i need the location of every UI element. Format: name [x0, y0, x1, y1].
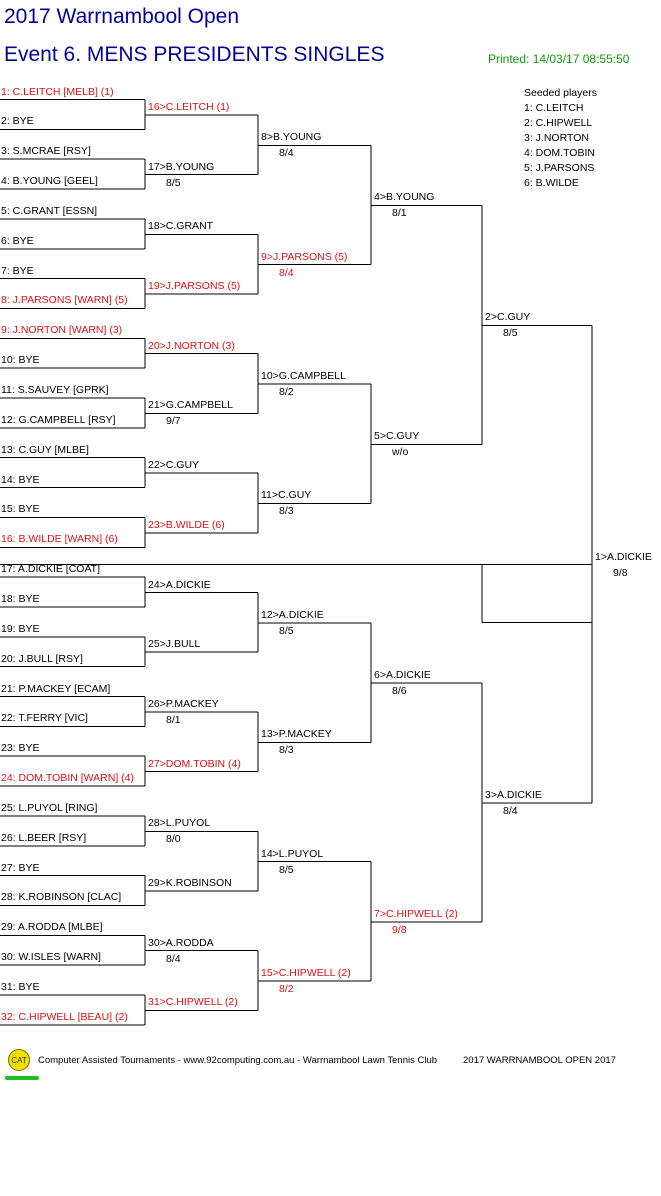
match-winner: 12>A.DICKIE	[261, 608, 324, 621]
draw-player: 18: BYE	[1, 592, 40, 605]
seeded-player: 1: C.LEITCH	[524, 102, 584, 114]
match-winner: 4>B.YOUNG	[374, 191, 435, 204]
draw-player: 17: A.DICKIE [COAT]	[1, 563, 101, 576]
match-score: 9/8	[392, 923, 407, 936]
draw-player: 22: T.FERRY [VIC]	[1, 712, 88, 725]
match-winner: 25>J.BULL	[148, 638, 201, 651]
draw-player: 7: BYE	[1, 264, 34, 277]
match-winner: 30>A.RODDA	[148, 936, 214, 949]
seeded-player: 3: J.NORTON	[524, 132, 589, 144]
draw-player: 28: K.ROBINSON [CLAC]	[1, 891, 122, 904]
match-winner: 6>A.DICKIE	[374, 669, 431, 682]
match-winner: 31>C.HIPWELL (2)	[148, 996, 238, 1009]
match-winner: 24>A.DICKIE	[148, 578, 211, 591]
match-score: 8/2	[279, 983, 294, 996]
match-winner: 5>C.GUY	[374, 430, 420, 443]
cat-logo-underline	[5, 1076, 39, 1080]
match-winner: 22>C.GUY	[148, 459, 200, 472]
draw-player: 27: BYE	[1, 861, 40, 874]
match-winner: 11>C.GUY	[261, 489, 312, 502]
match-score: 8/4	[279, 147, 294, 160]
match-score: 8/5	[166, 176, 181, 189]
match-winner: 3>A.DICKIE	[485, 788, 542, 801]
draw-player: 14: BYE	[1, 473, 40, 486]
match-winner: 10>G.CAMPBELL	[261, 370, 346, 383]
seeded-player: 4: DOM.TOBIN	[524, 147, 595, 159]
match-score: 8/5	[503, 327, 518, 340]
match-score: 8/3	[279, 744, 294, 757]
seeded-player: 6: B.WILDE	[524, 177, 579, 189]
draw-player: 31: BYE	[1, 981, 40, 993]
match-winner: 2>C.GUY	[485, 311, 531, 324]
printed-timestamp: Printed: 14/03/17 08:55:50	[488, 52, 630, 66]
cat-logo-icon: CAT	[8, 1049, 30, 1071]
match-score: 9/8	[613, 566, 628, 579]
match-score: 8/0	[166, 833, 181, 846]
match-winner: 21>G.CAMPBELL	[148, 399, 233, 412]
match-winner: 14>L.PUYOL	[261, 847, 324, 860]
seeded-player: 5: J.PARSONS	[524, 162, 595, 174]
draw-player: 2: BYE	[1, 115, 34, 128]
match-winner: 16>C.LEITCH (1)	[148, 100, 230, 113]
match-winner: 9>J.PARSONS (5)	[261, 250, 348, 263]
draw-player: 30: W.ISLES [WARN]	[1, 951, 101, 964]
match-score: 8/1	[166, 713, 181, 726]
match-score: 8/4	[503, 804, 518, 817]
match-score: 8/4	[279, 266, 294, 279]
match-winner: 27>DOM.TOBIN (4)	[148, 757, 241, 770]
draw-player: 1: C.LEITCH [MELB] (1)	[1, 85, 114, 98]
draw-player: 6: BYE	[1, 234, 34, 247]
draw-player: 4: B.YOUNG [GEEL]	[1, 175, 98, 188]
match-winner: 23>B.WILDE (6)	[148, 518, 225, 531]
match-score: 8/2	[279, 386, 294, 399]
draw-player: 13: C.GUY [MLBE]	[1, 443, 89, 456]
match-score: 8/3	[279, 505, 294, 518]
draw-player: 10: BYE	[1, 354, 40, 367]
draw-player: 3: S.MCRAE [RSY]	[1, 145, 91, 158]
draw-player: 12: G.CAMPBELL [RSY]	[1, 413, 116, 426]
draw-player: 16: B.WILDE [WARN] (6)	[1, 533, 118, 546]
footer-event-name: 2017 WARRNAMBOOL OPEN 2017	[463, 1055, 616, 1066]
draw-player: 32: C.HIPWELL [BEAU] (2)	[1, 1010, 128, 1023]
match-winner: 19>J.PARSONS (5)	[148, 280, 241, 293]
match-winner: 7>C.HIPWELL (2)	[374, 907, 458, 920]
match-score: 8/5	[279, 624, 294, 637]
match-winner: 20>J.NORTON (3)	[148, 339, 235, 352]
draw-player: 26: L.BEER [RSY]	[1, 831, 87, 844]
draw-player: 23: BYE	[1, 742, 40, 755]
match-winner: 1>A.DICKIE	[595, 550, 652, 563]
match-winner: 28>L.PUYOL	[148, 817, 211, 830]
draw-player: 29: A.RODDA [MLBE]	[1, 921, 103, 934]
seeded-players-list: Seeded players 1: C.LEITCH 2: C.HIPWELL …	[524, 86, 597, 191]
match-score: 8/6	[392, 685, 407, 698]
tournament-title: 2017 Warrnambool Open	[4, 5, 240, 28]
seeded-player: 2: C.HIPWELL	[524, 117, 593, 129]
match-score: 9/7	[166, 415, 181, 428]
match-winner: 29>K.ROBINSON	[148, 877, 232, 890]
draw-player: 19: BYE	[1, 622, 40, 635]
draw-player: 5: C.GRANT [ESSN]	[1, 204, 98, 217]
draw-player: 15: BYE	[1, 503, 40, 516]
draw-player: 20: J.BULL [RSY]	[1, 652, 83, 665]
seeded-players-heading: Seeded players	[524, 87, 597, 99]
draw-player: 9: J.NORTON [WARN] (3)	[1, 324, 123, 337]
draw-player: 8: J.PARSONS [WARN] (5)	[1, 294, 128, 307]
match-score: 8/4	[166, 952, 181, 965]
match-winner: 13>P.MACKEY	[261, 728, 332, 741]
match-winner: 26>P.MACKEY	[148, 697, 219, 710]
match-winner: 15>C.HIPWELL (2)	[261, 967, 351, 980]
match-winner: 8>B.YOUNG	[261, 131, 322, 144]
match-winner: 17>B.YOUNG	[148, 160, 215, 173]
match-score: w/o	[392, 446, 409, 459]
match-score: 8/5	[279, 863, 294, 876]
draw-player: 11: S.SAUVEY [GPRK]	[1, 384, 109, 396]
match-score: 8/1	[392, 207, 407, 220]
event-title: Event 6. MENS PRESIDENTS SINGLES	[4, 43, 385, 66]
match-winner: 18>C.GRANT	[148, 220, 214, 233]
footer-credits: Computer Assisted Tournaments - www.92co…	[38, 1055, 438, 1066]
draw-player: 25: L.PUYOL [RING]	[1, 801, 98, 814]
draw-player: 21: P.MACKEY [ECAM]	[1, 682, 111, 695]
draw-player: 24: DOM.TOBIN [WARN] (4)	[1, 772, 135, 785]
